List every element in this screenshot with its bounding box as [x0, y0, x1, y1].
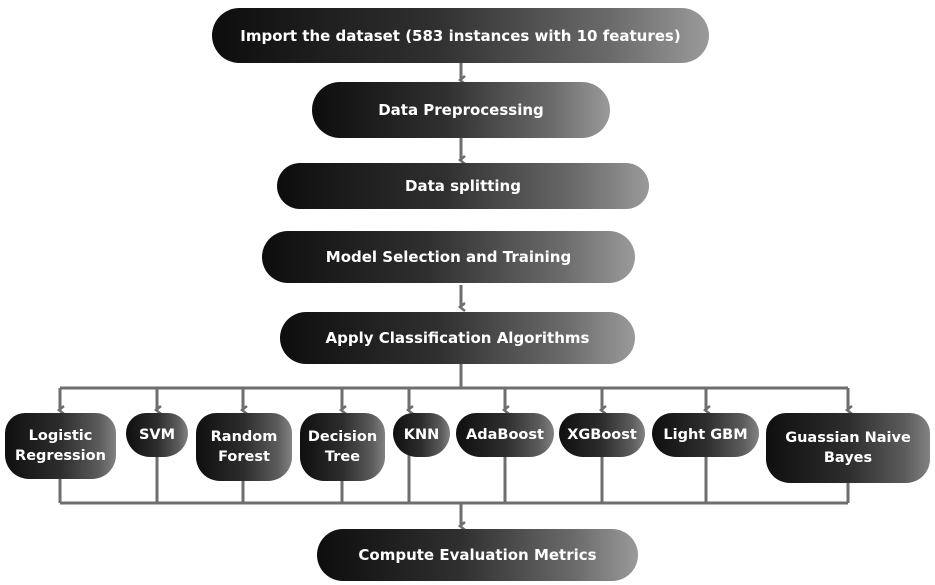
algo-decision-tree-label: Decision Tree	[307, 429, 378, 465]
algo-xgboost-label: XGBoost	[567, 427, 637, 443]
data-splitting-node: Data splitting	[277, 163, 649, 209]
import-dataset-label: Import the dataset (583 instances with 1…	[240, 26, 681, 45]
algo-knn-label: KNN	[403, 427, 440, 443]
import-dataset-node: Import the dataset (583 instances with 1…	[212, 8, 709, 63]
algo-adaboost-label: AdaBoost	[466, 427, 544, 443]
data-preprocessing-label: Data Preprocessing	[378, 101, 544, 119]
algo-logistic-label: Logistic Regression	[15, 428, 106, 464]
algo-adaboost: AdaBoost	[456, 413, 554, 457]
data-splitting-label: Data splitting	[405, 177, 521, 195]
data-preprocessing-node: Data Preprocessing	[312, 82, 610, 138]
algo-decision-tree: Decision Tree	[300, 413, 385, 481]
algo-lightgbm-label: Light GBM	[663, 427, 748, 443]
algo-random-forest: Random Forest	[196, 413, 292, 481]
algo-lightgbm: Light GBM	[652, 413, 759, 457]
algo-logistic-regression: Logistic Regression	[5, 413, 116, 479]
algo-xgboost: XGBoost	[559, 413, 645, 457]
apply-algorithms-node: Apply Classification Algorithms	[280, 312, 635, 364]
algo-gaussian-naive-bayes: Guassian Naive Bayes	[766, 413, 930, 483]
algo-svm-label: SVM	[138, 427, 176, 443]
algo-knn: KNN	[393, 413, 450, 457]
model-selection-label: Model Selection and Training	[325, 248, 572, 266]
algo-random-forest-label: Random Forest	[210, 429, 278, 465]
algo-gnb-label: Guassian Naive Bayes	[785, 430, 911, 466]
algo-svm: SVM	[126, 413, 188, 457]
model-selection-node: Model Selection and Training	[262, 231, 635, 283]
compute-metrics-node: Compute Evaluation Metrics	[317, 529, 638, 581]
apply-algorithms-label: Apply Classification Algorithms	[325, 329, 590, 347]
compute-metrics-label: Compute Evaluation Metrics	[358, 546, 597, 564]
